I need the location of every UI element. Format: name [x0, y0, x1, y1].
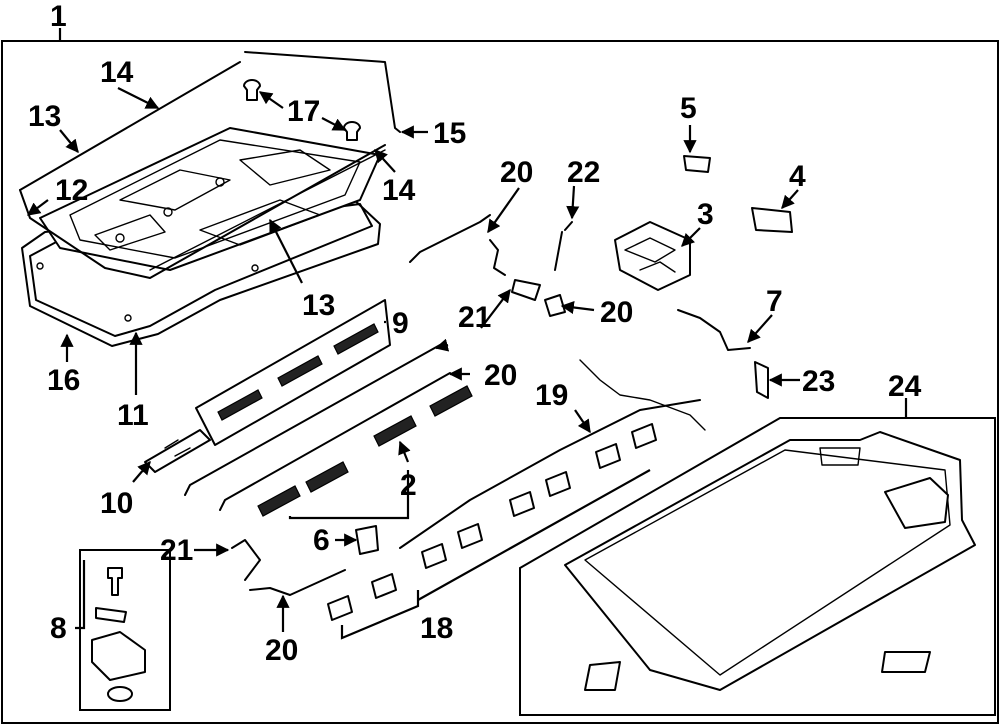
- hardware-inset-frame: [79, 549, 171, 711]
- callout-14-top: 14: [100, 56, 134, 89]
- callout-6: 6: [313, 524, 330, 557]
- callout-20-right: 20: [600, 296, 633, 329]
- part-6: [355, 525, 379, 555]
- callout-13-mid: 13: [302, 289, 335, 322]
- leaders: [26, 87, 908, 640]
- unit-3: [614, 221, 691, 291]
- callout-9: 9: [392, 307, 409, 340]
- blocks-18: [327, 423, 657, 621]
- callout-labels: 1 14 13 17 15 12 14 13 16 11 9 10 20 21 …: [28, 0, 922, 667]
- callout-1: 1: [50, 0, 67, 33]
- callout-3: 3: [697, 198, 714, 231]
- part-4: [751, 207, 793, 233]
- callout-8: 8: [50, 612, 67, 645]
- callout-18: 18: [420, 612, 453, 645]
- callout-12: 12: [55, 174, 88, 207]
- callout-11: 11: [117, 399, 149, 432]
- bracket-10: [144, 429, 211, 473]
- callout-10: 10: [100, 487, 133, 520]
- callout-17: 17: [287, 95, 320, 128]
- callout-20-mid: 20: [484, 359, 517, 392]
- tray-inset-frame: [519, 417, 996, 716]
- callout-15: 15: [433, 117, 466, 150]
- callout-4: 4: [789, 160, 806, 193]
- harness-7: [677, 309, 751, 351]
- modules-2: [257, 385, 473, 517]
- part-23: [754, 361, 769, 399]
- assembly-frame: [1, 40, 999, 724]
- rails-20: [184, 214, 491, 596]
- callout-22: 22: [567, 156, 600, 189]
- tray-24: [564, 431, 976, 691]
- callout-20-top: 20: [500, 156, 533, 189]
- connector-21: [231, 239, 541, 581]
- callout-24: 24: [888, 370, 922, 403]
- callout-13-top: 13: [28, 100, 61, 133]
- callout-20-bottom: 20: [265, 634, 298, 667]
- hardware-8: [91, 567, 146, 702]
- harness-19: [399, 359, 706, 549]
- callout-2: 2: [400, 469, 417, 502]
- hose-22: [554, 221, 573, 271]
- callout-19: 19: [535, 379, 568, 412]
- callout-14-right: 14: [382, 174, 416, 207]
- callout-23: 23: [802, 365, 835, 398]
- callout-21-mid: 21: [458, 301, 491, 334]
- callout-16: 16: [47, 364, 80, 397]
- upper-cover-assembly: [19, 51, 401, 347]
- board-9: [195, 299, 391, 446]
- clip-20: [544, 294, 566, 317]
- callout-5: 5: [680, 92, 697, 125]
- callout-21-left: 21: [160, 534, 193, 567]
- callout-7: 7: [766, 285, 783, 318]
- part-5: [683, 155, 711, 173]
